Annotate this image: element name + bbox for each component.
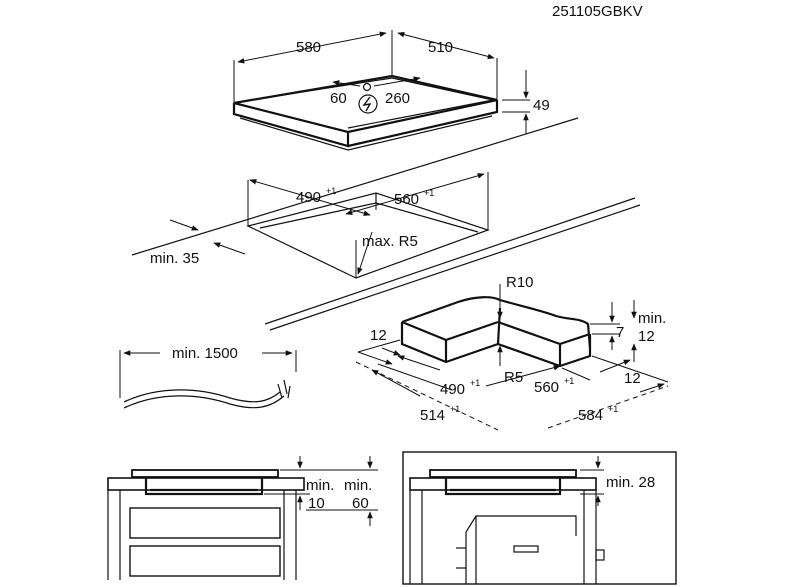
section-left-drawing (107, 456, 378, 580)
cable-length-label: min. 1500 (172, 345, 238, 362)
frame-inner-width-tol: +1 (470, 378, 480, 388)
section-right-drawing (402, 451, 677, 585)
cable-left-offset-label: 60 (330, 90, 347, 107)
hob-depth-label: 510 (428, 39, 453, 56)
cable-right-offset-label: 260 (385, 90, 410, 107)
frame-inner-width-label: 490 (440, 381, 465, 398)
frame-outer-width-tol: +1 (450, 404, 460, 414)
section-left-min-a-value: 10 (308, 495, 325, 512)
cable-drawing (119, 350, 297, 409)
cutout-depth-tol: +1 (424, 188, 434, 198)
frame-side-left-label: 12 (370, 327, 387, 344)
cutout-width-label: 490 (296, 189, 321, 206)
frame-side-right-label: 12 (624, 370, 641, 387)
cutout-width-tol: +1 (326, 186, 336, 196)
frame-outer-depth-tol: +1 (608, 404, 618, 414)
frame-drawing (355, 284, 669, 431)
document-code: 251105GBKV (552, 3, 643, 20)
frame-outer-width-label: 514 (420, 407, 445, 424)
hob-drawing (232, 30, 530, 151)
frame-outer-depth-label: 584 (578, 407, 603, 424)
frame-min-label: min. (638, 310, 666, 327)
frame-inner-depth-label: 560 (534, 379, 559, 396)
frame-min-value: 12 (638, 328, 655, 345)
section-right-gap-label: min. 28 (606, 474, 655, 491)
power-warning-icon (358, 94, 378, 114)
cutout-depth-label: 560 (394, 191, 419, 208)
frame-height-label: 7 (616, 324, 624, 341)
cutout-radius-label: max. R5 (362, 233, 418, 250)
section-left-min-b-label: min. (344, 477, 372, 494)
frame-r10-label: R10 (506, 274, 534, 291)
hob-width-label: 580 (296, 39, 321, 56)
frame-r5-label: R5 (504, 369, 523, 386)
cutout-min-edge-label: min. 35 (150, 250, 199, 267)
frame-inner-depth-tol: +1 (564, 376, 574, 386)
cutout-drawing (131, 117, 641, 331)
hob-height-label: 49 (533, 97, 550, 114)
section-left-min-a-label: min. (306, 477, 334, 494)
section-left-min-b-value: 60 (352, 495, 369, 512)
